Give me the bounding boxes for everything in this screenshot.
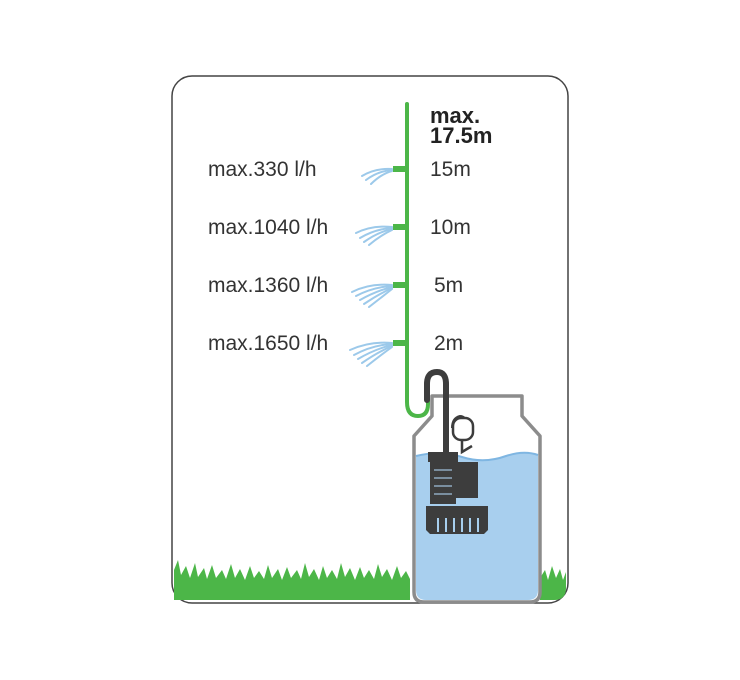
height-label-15m: 15m: [430, 158, 471, 181]
flow-label-2m: max.1650 l/h: [208, 332, 329, 355]
container-outline: [412, 394, 542, 604]
pump-base: [426, 506, 488, 534]
pump-intake-slots: [437, 518, 479, 532]
height-label-2m: 2m: [434, 332, 464, 355]
spray-15m: [361, 167, 393, 185]
pump-vents: [434, 469, 452, 495]
flow-label-15m: max.330 l/h: [208, 158, 317, 181]
height-label-10m: 10m: [430, 216, 471, 239]
outlet-10m: [393, 224, 405, 230]
water-spray-icon: [349, 167, 393, 367]
spray-2m: [349, 341, 393, 367]
height-label-5m: 5m: [434, 274, 464, 297]
pump-head: [428, 452, 458, 462]
pump-side: [456, 462, 478, 498]
outlet-5m: [393, 282, 405, 288]
riser-pipe: [405, 102, 430, 419]
grass-icon: [174, 560, 566, 600]
float-arm: [460, 440, 473, 455]
max-head-label: max. 17.5m: [430, 103, 493, 148]
flow-label-10m: max.1040 l/h: [208, 216, 329, 239]
spray-10m: [355, 225, 393, 246]
pump-icon: [424, 368, 488, 534]
pump-body: [430, 458, 456, 504]
spray-5m: [351, 283, 393, 308]
float-switch: [451, 416, 475, 442]
outlet-2m: [393, 340, 405, 346]
pipe-scale: [393, 102, 430, 419]
max-head-line2: 17.5m: [430, 123, 493, 148]
discharge-hose: [424, 368, 449, 463]
outlet-15m: [393, 166, 405, 172]
flow-label-5m: max.1360 l/h: [208, 274, 329, 297]
max-head-line1: max.: [430, 103, 481, 128]
